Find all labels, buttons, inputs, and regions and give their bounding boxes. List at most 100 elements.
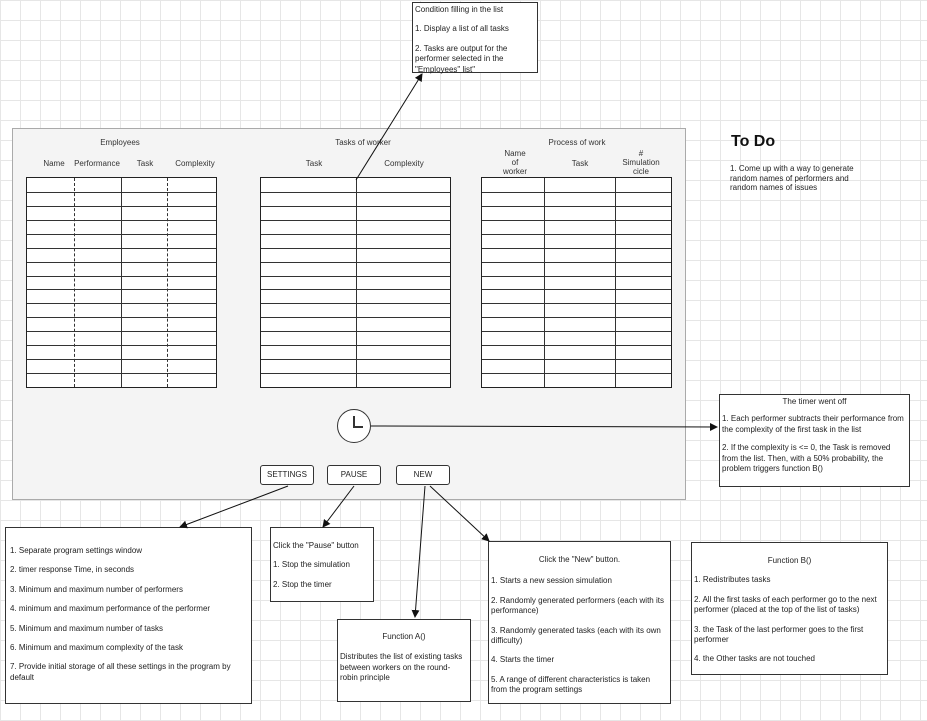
table-row-line [261, 289, 450, 290]
table-row-line [261, 276, 450, 277]
employees-col-complexity: Complexity [175, 159, 215, 168]
table-row-line [261, 331, 450, 332]
table-row-line [261, 234, 450, 235]
function-b-title: Function B() [767, 556, 812, 565]
pause-button[interactable]: PAUSE [327, 465, 381, 485]
table-row-line [27, 331, 216, 332]
table-row-line [261, 192, 450, 193]
process-title: Process of work [548, 138, 606, 147]
new-item-1: 1. Starts a new session simulation [491, 576, 612, 586]
table-row-line [482, 234, 671, 235]
settings-item-6: 6. Minimum and maximum complexity of the… [10, 642, 183, 652]
new-item-3: 3. Randomly generated tasks (each with i… [491, 625, 661, 645]
employees-col-performance: Performance [74, 159, 120, 168]
settings-item-2: 2. timer response Time, in seconds [10, 565, 135, 575]
table-row-line [482, 276, 671, 277]
table-row-line [482, 317, 671, 318]
settings-item-3: 3. Minimum and maximum number of perform… [10, 584, 183, 594]
table-row-line [482, 331, 671, 332]
pause-title: Click the "Pause" button [273, 541, 359, 550]
new-item-2: 2. Randomly generated performers (each w… [491, 595, 664, 616]
table-row-line [261, 220, 450, 221]
table-row-line [27, 373, 216, 374]
condition-title: Condition filling in the list [415, 5, 504, 14]
table-row-line [261, 303, 450, 304]
function-b-item-1: 1. Redistributes tasks [694, 575, 771, 585]
table-row-line [482, 262, 671, 263]
table-row-line [482, 359, 671, 360]
settings-button[interactable]: SETTINGS [260, 465, 314, 485]
table-row-line [261, 262, 450, 263]
tasks-title: Tasks of worker [335, 138, 391, 147]
timer-note: The timer went off 1. Each performer sub… [719, 394, 910, 487]
table-row-line [261, 317, 450, 318]
settings-item-1: 1. Separate program settings window [10, 546, 143, 555]
table-row-line [27, 289, 216, 290]
table-row-line [482, 220, 671, 221]
table-row-line [27, 303, 216, 304]
process-col-task: Task [571, 159, 589, 168]
timer-item-2: 2. If the complexity is <= 0, the Task i… [722, 443, 891, 473]
settings-note: 1. Separate program settings window 2. t… [5, 527, 252, 704]
table-row-line [482, 192, 671, 193]
function-b-item-2: 2. All the first tasks of each performer… [694, 594, 877, 615]
table-row-line [482, 345, 671, 346]
function-b-item-3: 3. the Task of the last performer goes t… [694, 624, 864, 644]
process-of-work-table[interactable] [481, 177, 672, 388]
table-row-line [27, 345, 216, 346]
pause-note: Click the "Pause" button 1. Stop the sim… [270, 527, 374, 602]
tasks-of-worker-table[interactable] [260, 177, 451, 388]
condition-item-1: 1. Display a list of all tasks [415, 24, 509, 34]
pause-item-2: 2. Stop the timer [273, 579, 332, 589]
new-note: Click the "New" button. 1. Starts a new … [488, 541, 671, 704]
table-row-line [27, 276, 216, 277]
function-b-item-4: 4. the Other tasks are not touched [694, 654, 815, 664]
table-row-line [261, 359, 450, 360]
table-row-line [261, 373, 450, 374]
table-row-line [261, 206, 450, 207]
timer-item-1: 1. Each performer subtracts their perfor… [722, 414, 904, 434]
arrow-to-function-a [411, 485, 426, 618]
employees-title: Employees [100, 138, 140, 147]
todo-text: 1. Come up with a way to generate random… [730, 164, 854, 193]
timer-title: The timer went off [782, 397, 847, 406]
table-row-line [27, 192, 216, 193]
condition-note: Condition filling in the list 1. Display… [412, 2, 538, 74]
new-item-4: 4. Starts the timer [491, 655, 555, 665]
new-button[interactable]: NEW [396, 465, 450, 485]
table-row-line [261, 345, 450, 346]
table-row-line [482, 206, 671, 207]
table-row-line [482, 373, 671, 374]
function-b-note: Function B() 1. Redistributes tasks 2. A… [691, 542, 888, 675]
function-a-title: Function A() [382, 632, 426, 641]
table-row-line [27, 317, 216, 318]
pause-item-1: 1. Stop the simulation [273, 560, 350, 570]
new-title: Click the "New" button. [538, 555, 621, 564]
table-row-line [482, 303, 671, 304]
table-row-line [27, 206, 216, 207]
table-row-line [482, 248, 671, 249]
new-item-5: 5. A range of different characteristics … [491, 674, 651, 695]
table-row-line [27, 234, 216, 235]
settings-item-4: 4. minimum and maximum performance of th… [10, 604, 211, 614]
employees-col-name: Name [43, 159, 65, 168]
settings-item-5: 5. Minimum and maximum number of tasks [10, 623, 163, 633]
table-row-line [27, 248, 216, 249]
table-row-line [261, 248, 450, 249]
employees-col-task: Task [136, 159, 154, 168]
tasks-col-complexity: Complexity [384, 159, 424, 168]
employees-table[interactable] [26, 177, 217, 388]
table-row-line [27, 262, 216, 263]
function-a-text: Distributes the list of existing tasks b… [340, 652, 463, 683]
clock-icon [337, 409, 371, 443]
table-row-line [27, 359, 216, 360]
settings-item-7: 7. Provide initial storage of all these … [10, 662, 231, 682]
todo-title: To Do [731, 133, 776, 150]
function-a-note: Function A() Distributes the list of exi… [337, 619, 471, 702]
table-row-line [27, 220, 216, 221]
tasks-col-task: Task [305, 159, 323, 168]
condition-item-2: 2. Tasks are output for the performer se… [415, 43, 508, 74]
table-row-line [482, 289, 671, 290]
